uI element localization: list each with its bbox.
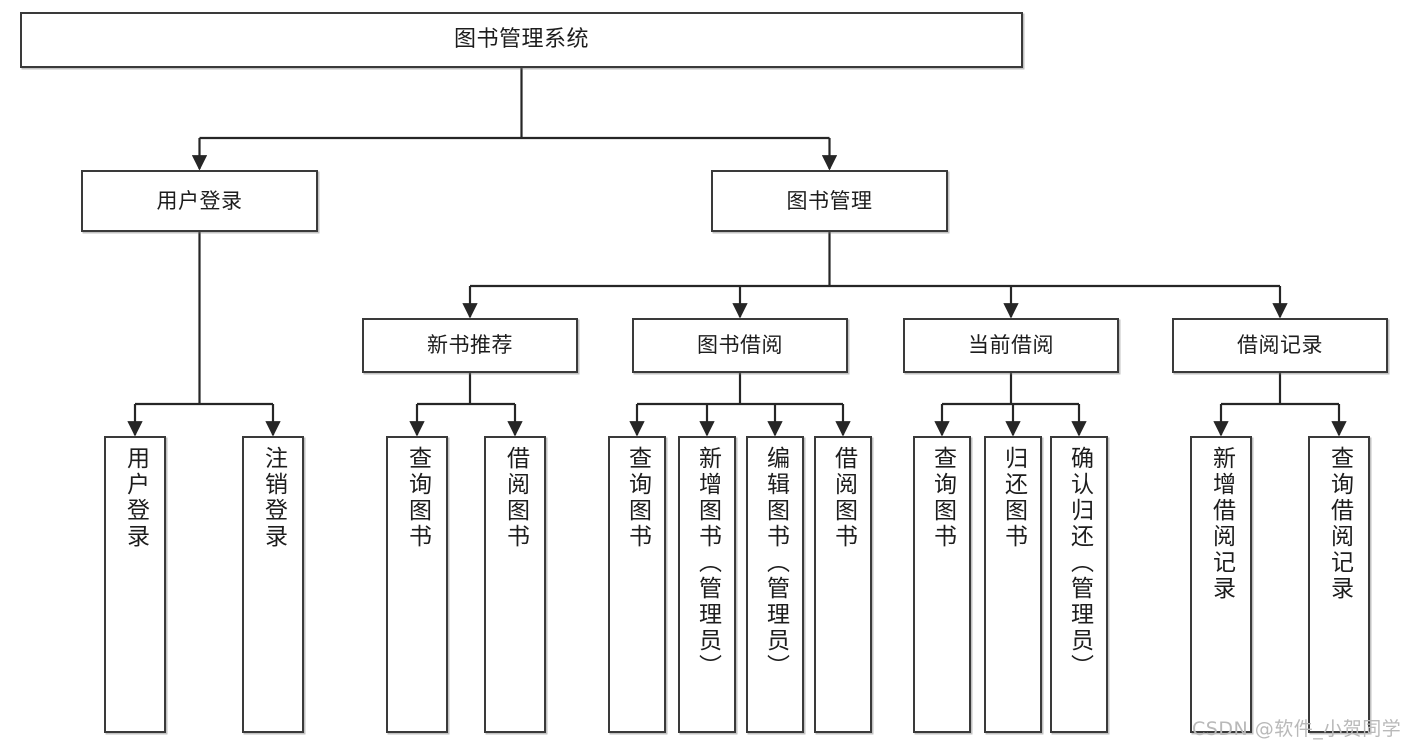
node-root[interactable]: 图书管理系统 [20, 12, 1023, 68]
node-label: 新书推荐 [427, 333, 513, 358]
node-leaf-add-record[interactable]: 新增借阅记录 [1190, 436, 1252, 733]
node-label: 新增图书（管理员） [694, 446, 721, 680]
node-leaf-confirm-return[interactable]: 确认归还（管理员） [1050, 436, 1108, 733]
node-label: 归还图书 [1000, 446, 1027, 550]
node-leaf-edit-book[interactable]: 编辑图书（管理员） [746, 436, 804, 733]
node-label: 图书管理系统 [453, 27, 589, 53]
node-leaf-borrow-book-1[interactable]: 借阅图书 [484, 436, 546, 733]
node-label: 图书管理 [786, 188, 873, 213]
node-new-book-rec[interactable]: 新书推荐 [362, 318, 578, 373]
node-leaf-query-book-2[interactable]: 查询图书 [608, 436, 666, 733]
node-leaf-borrow-book-2[interactable]: 借阅图书 [814, 436, 872, 733]
node-label: 查询图书 [929, 446, 956, 550]
node-label: 借阅图书 [502, 446, 529, 550]
node-label: 借阅记录 [1237, 333, 1323, 358]
node-borrow-record[interactable]: 借阅记录 [1172, 318, 1388, 373]
node-label: 新增借阅记录 [1208, 446, 1235, 602]
node-label: 查询借阅记录 [1326, 446, 1353, 602]
node-leaf-user-login[interactable]: 用户登录 [104, 436, 166, 733]
node-label: 用户登录 [156, 188, 243, 213]
node-leaf-query-book-1[interactable]: 查询图书 [386, 436, 448, 733]
node-label: 查询图书 [624, 446, 651, 550]
node-label: 查询图书 [404, 446, 431, 550]
node-label: 用户登录 [122, 446, 149, 550]
node-label: 图书借阅 [697, 333, 783, 358]
node-label: 借阅图书 [830, 446, 857, 550]
node-leaf-query-book-3[interactable]: 查询图书 [913, 436, 971, 733]
node-leaf-user-logout[interactable]: 注销登录 [242, 436, 304, 733]
node-current-borrow[interactable]: 当前借阅 [903, 318, 1119, 373]
node-leaf-query-record[interactable]: 查询借阅记录 [1308, 436, 1370, 733]
node-label: 确认归还（管理员） [1066, 446, 1093, 680]
node-user-login[interactable]: 用户登录 [81, 170, 318, 232]
node-label: 当前借阅 [968, 333, 1054, 358]
node-book-borrow[interactable]: 图书借阅 [632, 318, 848, 373]
node-leaf-add-book[interactable]: 新增图书（管理员） [678, 436, 736, 733]
node-label: 注销登录 [260, 446, 287, 550]
node-book-manage[interactable]: 图书管理 [711, 170, 948, 232]
node-leaf-return-book[interactable]: 归还图书 [984, 436, 1042, 733]
node-label: 编辑图书（管理员） [762, 446, 789, 680]
